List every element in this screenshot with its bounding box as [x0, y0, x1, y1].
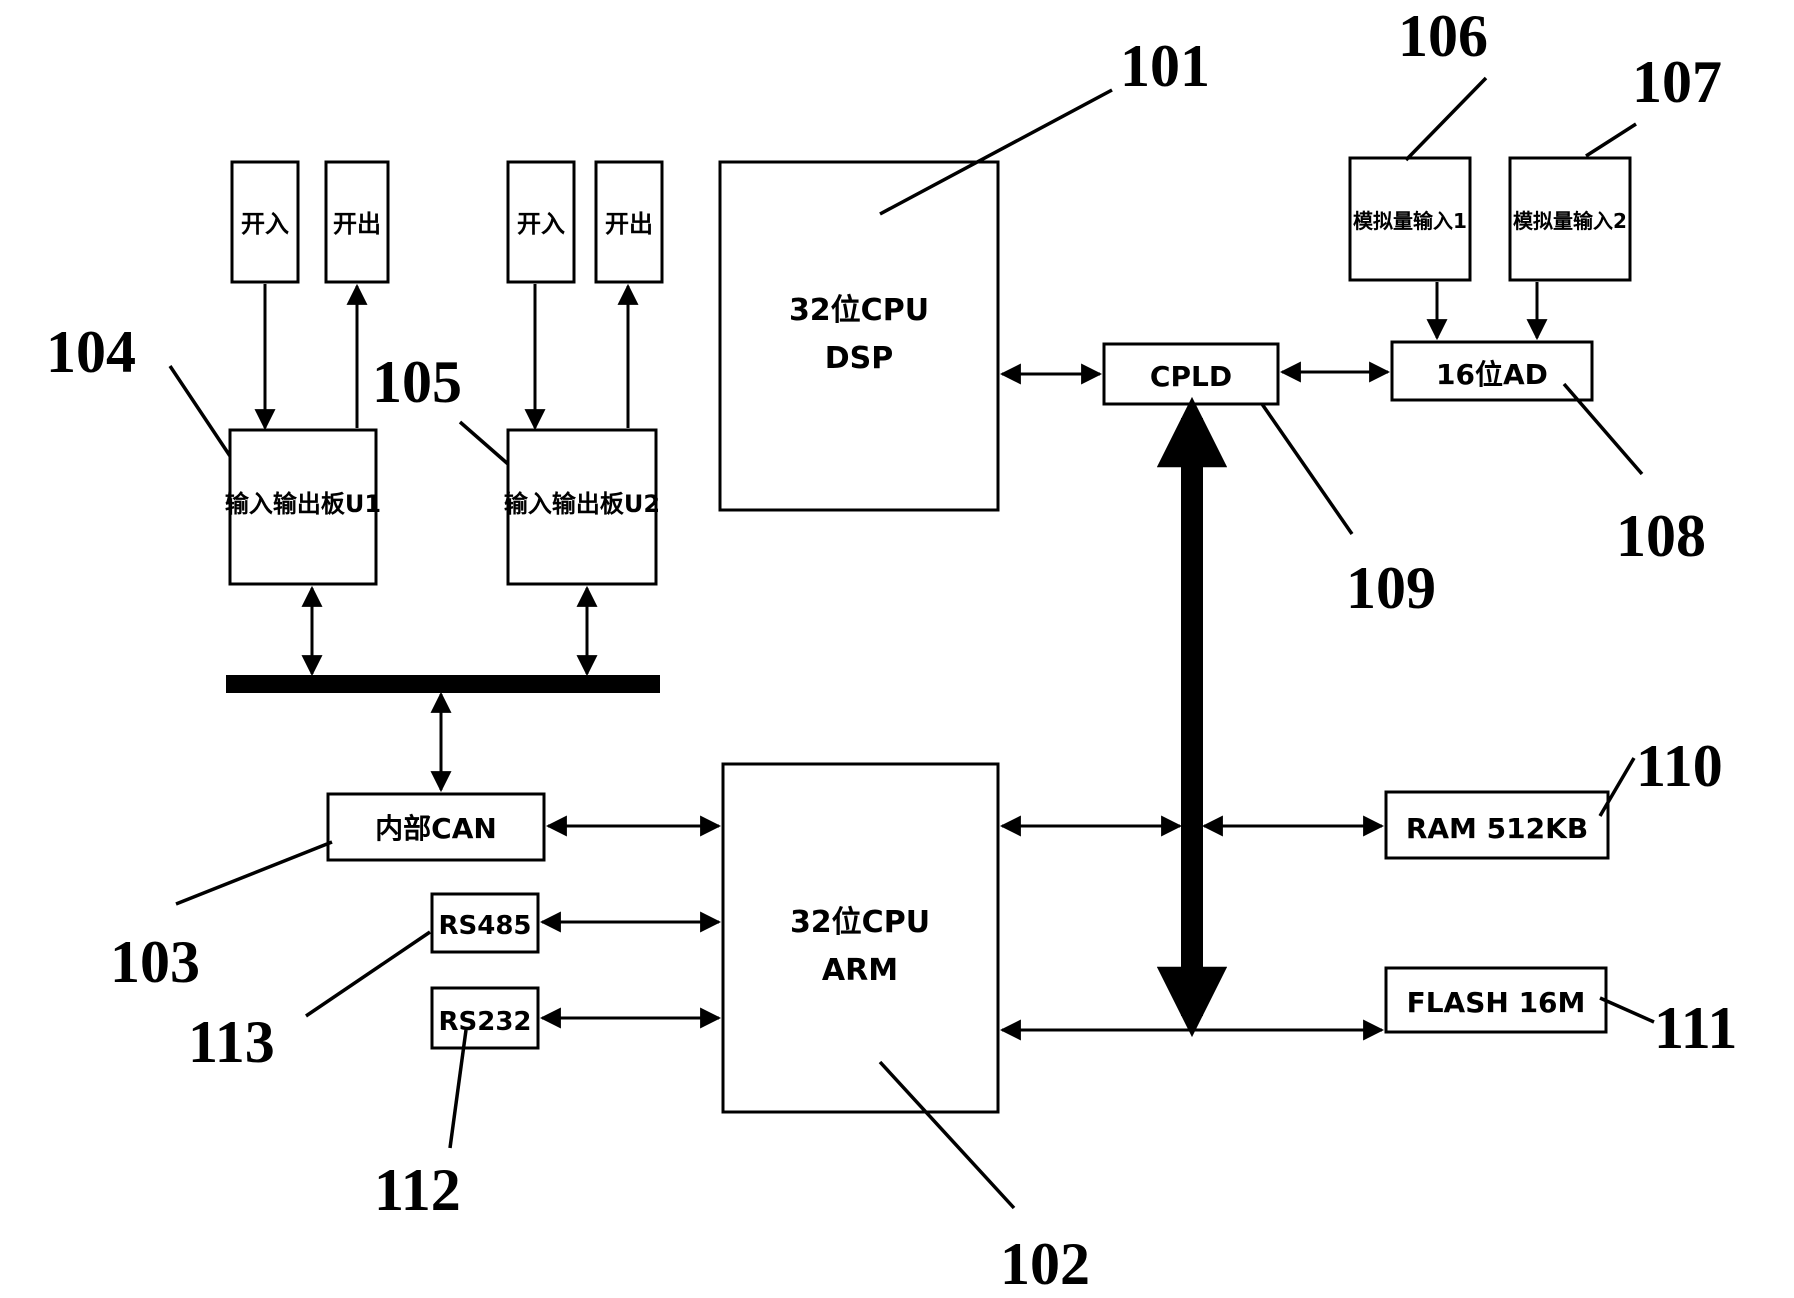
ref-113: 113 [188, 1009, 275, 1075]
analog-input-2: 模拟量输入2 [1508, 156, 1632, 282]
io-board-u1: 输入输出板U1 [225, 428, 381, 586]
ref-105: 105 [372, 349, 462, 415]
out1-label: 开出 [333, 210, 381, 238]
ref-102: 102 [1000, 1231, 1090, 1297]
ref-106: 106 [1398, 3, 1488, 69]
ad-label: 16位AD [1436, 358, 1548, 391]
in1-label: 开入 [241, 210, 289, 238]
io2-label: 输入输出板U2 [504, 490, 660, 518]
analog-input-1: 模拟量输入1 [1348, 156, 1472, 282]
can-label: 内部CAN [375, 812, 497, 845]
ref-109: 109 [1346, 555, 1436, 621]
ref-112: 112 [374, 1157, 461, 1223]
arm-block: 32位CPU ARM [721, 762, 1000, 1114]
ref-110: 110 [1636, 733, 1723, 799]
io1-label: 输入输出板U1 [225, 490, 381, 518]
arm-line2: ARM [822, 953, 898, 988]
out2-label: 开出 [605, 210, 653, 238]
switch-in-1: 开入 [230, 160, 300, 284]
ram-label: RAM 512KB [1406, 812, 1588, 845]
dsp-block: 32位CPU DSP [718, 160, 1000, 512]
ref-104: 104 [46, 319, 136, 385]
flash-label: FLASH 16M [1407, 986, 1586, 1019]
ref-108: 108 [1616, 503, 1706, 569]
ref-101: 101 [1120, 33, 1210, 99]
ref-107: 107 [1632, 49, 1722, 115]
rs232-label: RS232 [438, 1007, 531, 1037]
connections [254, 282, 1548, 1041]
can-block: 内部CAN [326, 792, 546, 862]
flash-block: FLASH 16M [1384, 966, 1608, 1034]
cpld-block: CPLD [1102, 342, 1280, 406]
ref-103: 103 [110, 929, 200, 995]
switch-out-2: 开出 [594, 160, 664, 284]
arm-line1: 32位CPU [790, 905, 930, 940]
dsp-line1: 32位CPU [789, 293, 929, 328]
switch-in-2: 开入 [506, 160, 576, 284]
in2-label: 开入 [517, 210, 565, 238]
ai2-label: 模拟量输入2 [1513, 209, 1627, 233]
ram-block: RAM 512KB [1384, 790, 1610, 860]
cpld-label: CPLD [1150, 360, 1232, 393]
rs485-label: RS485 [438, 911, 531, 941]
rs232-block: RS232 [430, 986, 540, 1050]
ad-block: 16位AD [1390, 340, 1594, 402]
reference-numerals: 101 102 103 104 105 106 107 108 109 110 … [46, 3, 1737, 1297]
switch-out-1: 开出 [324, 160, 390, 284]
leader-lines [168, 76, 1655, 1210]
rs485-block: RS485 [430, 892, 540, 954]
ai1-label: 模拟量输入1 [1353, 209, 1467, 233]
ref-111: 111 [1654, 995, 1737, 1061]
dsp-line2: DSP [825, 341, 894, 376]
io-board-u2: 输入输出板U2 [504, 428, 660, 586]
